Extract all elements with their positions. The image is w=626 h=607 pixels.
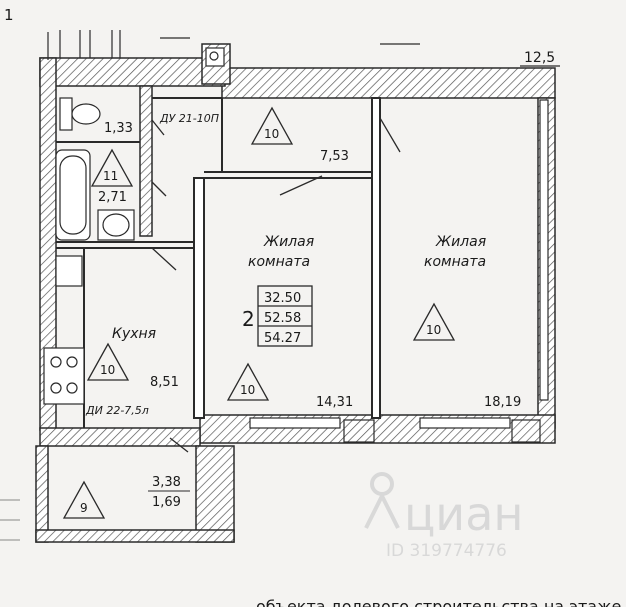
- bath-area: 2,71: [98, 190, 127, 205]
- living2-area: 18,19: [484, 395, 521, 410]
- watermark-brand: циан: [404, 487, 523, 541]
- windows: [249, 99, 549, 443]
- kitchen-name: Кухня: [112, 326, 156, 342]
- neighbor-area: 12,5: [524, 50, 555, 66]
- area-total-with-balcony: 54.27: [264, 331, 301, 346]
- cian-logo-icon: [364, 472, 400, 529]
- riser-kitchen: ДИ 22-7,5л: [85, 404, 149, 417]
- riser-wc: ДУ 21-10П: [159, 112, 219, 125]
- kitchen-marker: [86, 342, 130, 381]
- area-total: 52.58: [264, 311, 301, 326]
- balcony-marker-label: 9: [80, 501, 88, 515]
- living1-marker-label: 10: [240, 383, 255, 397]
- fixtures: [43, 47, 225, 405]
- hall-marker-label: 10: [264, 127, 279, 141]
- area-summary-box: [257, 285, 313, 347]
- living2-marker-label: 10: [426, 323, 441, 337]
- toilet-area: 1,33: [104, 121, 133, 136]
- balcony-area-reduced: 1,69: [152, 495, 181, 510]
- rooms-count: 2: [242, 307, 255, 331]
- living1-marker: [226, 362, 270, 401]
- living2-name-line1: Жилая: [435, 234, 486, 250]
- hall-area: 7,53: [320, 149, 349, 164]
- bath-marker: [90, 148, 134, 187]
- watermark: циан ID 319774776: [364, 472, 523, 561]
- margin-marks: [0, 499, 20, 541]
- doors: [151, 117, 401, 453]
- bath-marker-label: 11: [103, 169, 118, 183]
- kitchen-area: 8,51: [150, 375, 179, 390]
- living2-marker: [412, 302, 456, 341]
- living2-name-line2: комната: [424, 254, 486, 270]
- living1-name-line1: Жилая: [263, 234, 314, 250]
- neighbour-lines: [47, 30, 560, 67]
- living1-area: 14,31: [316, 395, 353, 410]
- living1-name-line2: комната: [248, 254, 310, 270]
- caption: объекта долевого строительства на этаже: [256, 597, 621, 607]
- kitchen-marker-label: 10: [100, 363, 115, 377]
- hall-marker: [250, 106, 294, 145]
- area-living: 32.50: [264, 291, 301, 306]
- page-number: 1: [4, 6, 14, 24]
- balcony-marker: [62, 480, 106, 519]
- balcony-area: 3,38: [152, 475, 181, 490]
- watermark-id: ID 319774776: [386, 541, 507, 561]
- partitions: [56, 97, 381, 428]
